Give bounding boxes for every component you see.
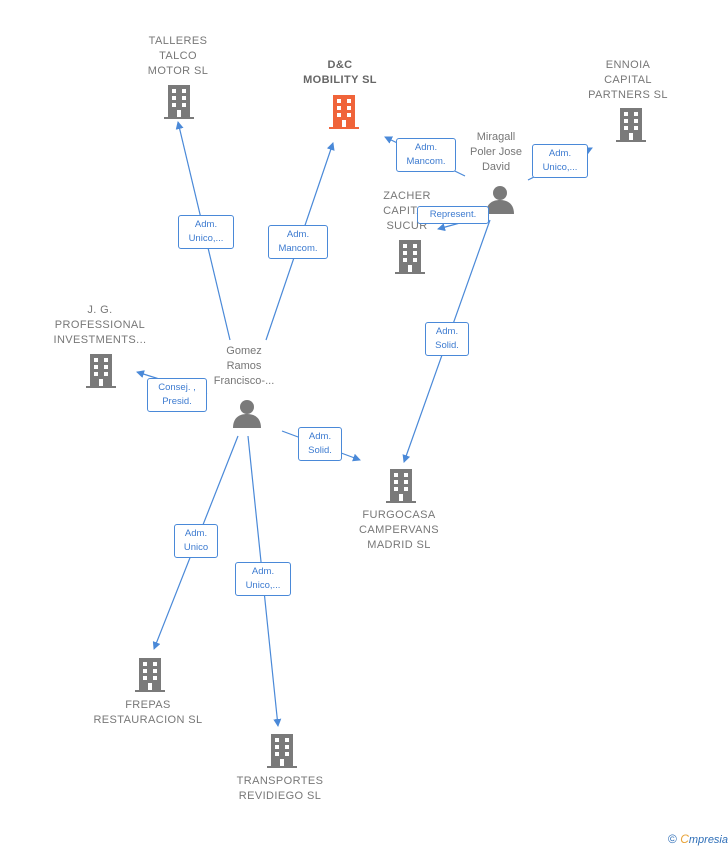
edge-label[interactable]: Adm. Unico,... <box>235 562 291 596</box>
edge-label[interactable]: Adm. Unico,... <box>178 215 234 249</box>
building-icon-highlight[interactable] <box>329 95 359 129</box>
node-label-gomez-ramos[interactable]: Gomez Ramos Francisco-... <box>213 345 275 387</box>
node-label-talleres-talco[interactable]: TALLERES TALCO MOTOR SL <box>147 35 209 77</box>
edge-label[interactable]: Consej. , Presid. <box>147 378 207 412</box>
copyright-symbol: © <box>668 832 677 846</box>
edge-label[interactable]: Represent. <box>417 206 489 224</box>
edge-label[interactable]: Adm. Mancom. <box>268 225 328 259</box>
node-label-furgocasa[interactable]: FURGOCASA CAMPERVANS MADRID SL <box>358 509 439 551</box>
brand-logo-text: mpresia <box>688 834 728 846</box>
building-icon[interactable] <box>267 734 297 768</box>
node-label-transportes[interactable]: TRANSPORTES REVIDIEGO SL <box>236 775 324 802</box>
building-icon[interactable] <box>395 240 425 274</box>
edge-label[interactable]: Adm. Mancom. <box>396 138 456 172</box>
node-label-dc-mobility[interactable]: D&C MOBILITY SL <box>303 59 377 86</box>
person-icon[interactable] <box>485 184 515 214</box>
brand-footer: © Cmpresia <box>668 832 728 846</box>
person-icon[interactable] <box>232 398 262 428</box>
edge-label[interactable]: Adm. Unico,... <box>532 144 588 178</box>
edge-label[interactable]: Adm. Unico <box>174 524 218 558</box>
brand-logo-initial: C <box>680 832 689 846</box>
building-icon[interactable] <box>86 354 116 388</box>
node-label-frepas[interactable]: FREPAS RESTAURACION SL <box>93 699 203 726</box>
node-label-miragall[interactable]: Miragall Poler Jose David <box>470 131 522 173</box>
node-label-jg-professional[interactable]: J. G. PROFESSIONAL INVESTMENTS... <box>53 304 147 346</box>
building-icon[interactable] <box>135 658 165 692</box>
edge-label[interactable]: Adm. Solid. <box>298 427 342 461</box>
building-icon[interactable] <box>386 469 416 503</box>
building-icon[interactable] <box>616 108 646 142</box>
edge-label[interactable]: Adm. Solid. <box>425 322 469 356</box>
node-label-ennoia[interactable]: ENNOIA CAPITAL PARTNERS SL <box>588 59 668 101</box>
building-icon[interactable] <box>164 85 194 119</box>
